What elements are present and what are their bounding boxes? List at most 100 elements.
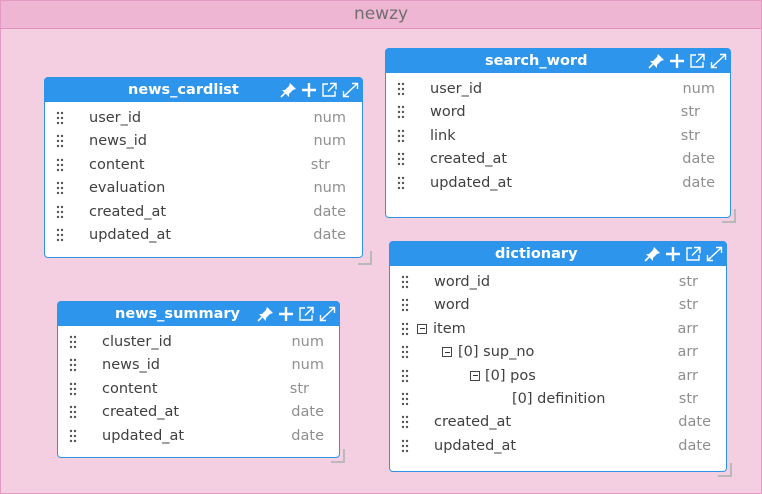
collapse-toggle-icon[interactable] <box>470 370 480 381</box>
field-type: str <box>680 127 700 144</box>
table-title[interactable]: search_word <box>485 53 588 69</box>
drag-handle-icon[interactable] <box>69 354 79 377</box>
field-name: news_id <box>102 357 161 374</box>
drag-handle-icon[interactable] <box>401 435 411 458</box>
field-name: user_id <box>89 110 142 126</box>
field-row[interactable]: [0] definition str <box>390 388 726 411</box>
drag-handle-icon[interactable] <box>397 78 407 101</box>
field-type: num <box>313 180 346 197</box>
drag-handle-icon[interactable] <box>69 425 79 448</box>
expand-icon[interactable] <box>342 82 359 98</box>
pin-icon[interactable] <box>648 53 665 69</box>
plus-icon[interactable] <box>301 82 317 98</box>
open-external-icon[interactable] <box>689 53 706 69</box>
field-name: [0] definition <box>512 390 606 407</box>
expand-icon[interactable] <box>710 53 727 69</box>
resize-handle[interactable] <box>722 209 736 223</box>
drag-handle-icon[interactable] <box>56 107 66 130</box>
table-header[interactable]: news_cardlist <box>45 78 362 102</box>
pin-icon[interactable] <box>257 306 274 322</box>
drag-handle-icon[interactable] <box>401 271 411 294</box>
field-name: content <box>102 380 158 397</box>
drag-handle-icon[interactable] <box>401 411 411 434</box>
collapse-toggle-icon[interactable] <box>417 323 427 334</box>
open-external-icon[interactable] <box>321 82 338 98</box>
drag-handle-icon[interactable] <box>397 125 407 148</box>
drag-handle-icon[interactable] <box>56 201 66 224</box>
field-name: item <box>433 320 466 337</box>
field-name: [0] pos <box>485 367 536 384</box>
expand-icon[interactable] <box>319 306 336 322</box>
drag-handle-icon[interactable] <box>401 365 411 388</box>
field-name: updated_at <box>102 427 185 444</box>
drag-handle-icon[interactable] <box>401 388 411 411</box>
field-type: arr <box>677 320 698 337</box>
table-title[interactable]: news_cardlist <box>128 82 239 98</box>
drag-handle-icon[interactable] <box>401 318 411 341</box>
drag-handle-icon[interactable] <box>56 154 66 177</box>
resize-handle[interactable] <box>358 251 372 265</box>
open-external-icon[interactable] <box>685 246 702 262</box>
field-row[interactable]: cluster_id num <box>58 331 339 354</box>
drag-handle-icon[interactable] <box>69 331 79 354</box>
pin-icon[interactable] <box>644 246 661 262</box>
table-header[interactable]: news_summary <box>58 302 339 326</box>
expand-icon[interactable] <box>706 246 723 262</box>
drag-handle-icon[interactable] <box>397 172 407 195</box>
field-type: date <box>291 427 324 444</box>
drag-handle-icon[interactable] <box>69 378 79 401</box>
drag-handle-icon[interactable] <box>56 130 66 153</box>
field-type: num <box>291 334 324 350</box>
drag-handle-icon[interactable] <box>401 294 411 317</box>
field-type: str <box>678 390 698 407</box>
plus-icon[interactable] <box>278 306 294 322</box>
field-type: date <box>291 404 324 421</box>
drag-handle-icon[interactable] <box>69 401 79 424</box>
field-row[interactable]: updated_at date <box>58 425 339 448</box>
field-row[interactable]: item arr <box>390 318 726 341</box>
table-header[interactable]: search_word <box>386 49 730 73</box>
table-title[interactable]: news_summary <box>115 306 240 322</box>
drag-handle-icon[interactable] <box>56 177 66 200</box>
table-header[interactable]: dictionary <box>390 242 726 266</box>
drag-handle-icon[interactable] <box>56 224 66 247</box>
field-name: cluster_id <box>102 334 172 350</box>
pin-icon[interactable] <box>280 82 297 98</box>
drag-handle-icon[interactable] <box>397 101 407 124</box>
field-name: updated_at <box>430 174 513 191</box>
plus-icon[interactable] <box>665 246 681 262</box>
resize-handle[interactable] <box>718 463 732 477</box>
resize-handle[interactable] <box>331 449 345 463</box>
collapse-toggle-icon[interactable] <box>442 347 452 358</box>
table-title[interactable]: dictionary <box>495 246 578 262</box>
field-type: str <box>678 297 698 314</box>
drag-handle-icon[interactable] <box>397 148 407 171</box>
plus-icon[interactable] <box>669 53 685 69</box>
open-external-icon[interactable] <box>298 306 315 322</box>
drag-handle-icon[interactable] <box>401 341 411 364</box>
